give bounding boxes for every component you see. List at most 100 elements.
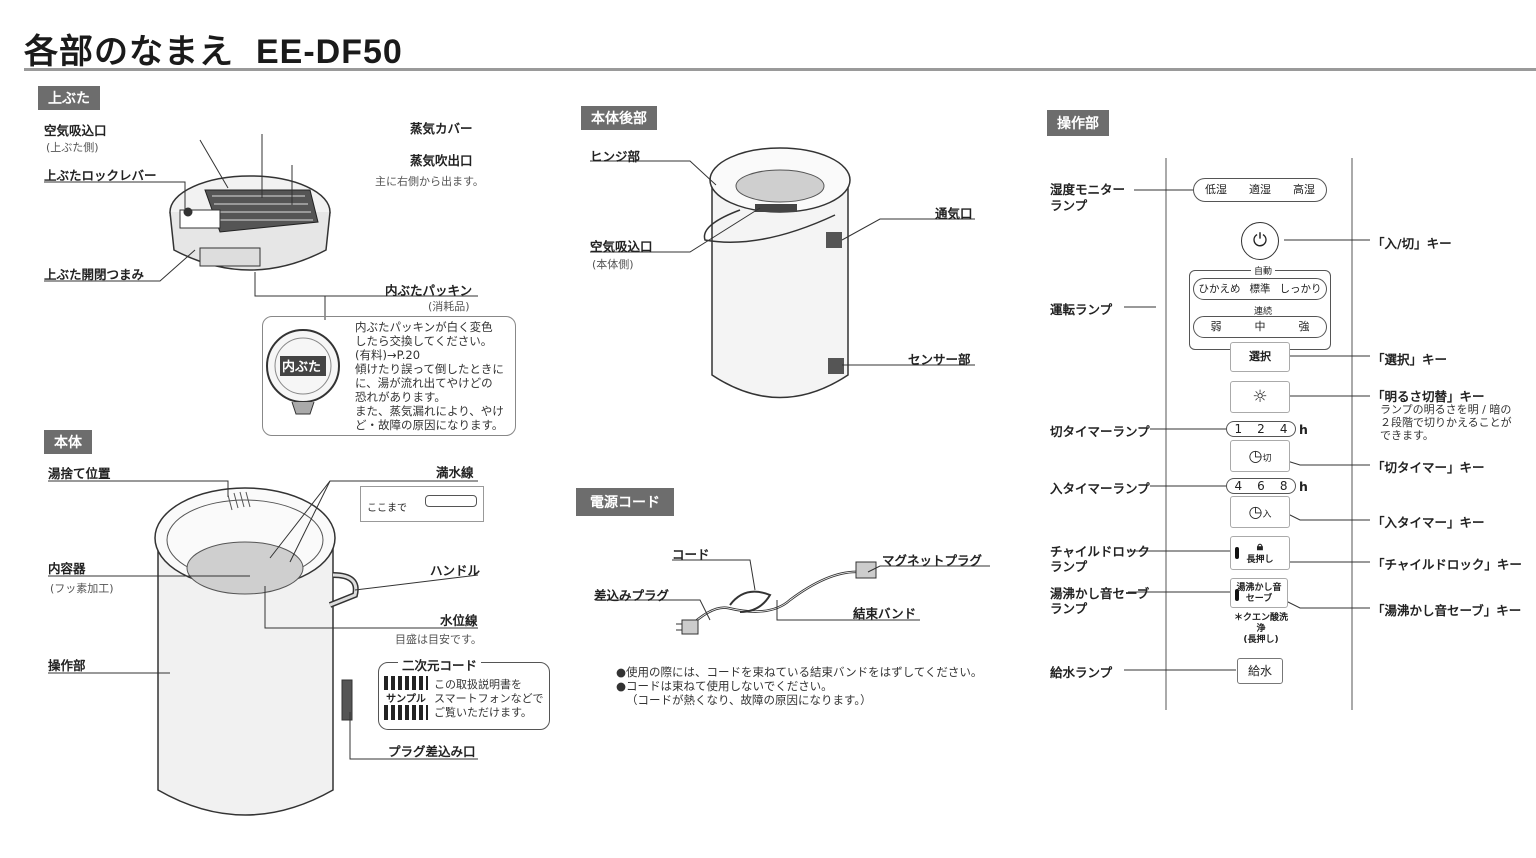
on-timer-8: 8	[1279, 479, 1288, 493]
cont-mode-weak: 弱	[1210, 320, 1222, 333]
off-timer-button[interactable]: ◷切	[1230, 440, 1290, 472]
label-air-intake-body: 空気吸込口	[590, 239, 653, 254]
label-steam-cover: 蒸気カバー	[410, 121, 473, 136]
label-open-knob: 上ぶた開閉つまみ	[44, 267, 145, 282]
brightness-note-line: できます。	[1380, 429, 1434, 442]
brightness-button[interactable]: ☼	[1230, 381, 1290, 413]
auto-mode-standard: 標準	[1249, 283, 1271, 295]
auto-mode-row: ひかえめ 標準 しっかり	[1193, 278, 1327, 300]
label-steam-outlet: 蒸気吹出口	[410, 153, 473, 168]
off-timer-sub: 切	[1262, 454, 1272, 464]
packing-note-line: 恐れがあります。	[355, 390, 446, 404]
body-illustration	[154, 487, 359, 816]
long-press-label: 長押し	[1246, 555, 1274, 565]
citric-note-line: ＊クエン酸洗浄	[1233, 613, 1288, 634]
humidity-mid: 適湿	[1249, 183, 1271, 196]
boil-btn-line: セーブ	[1245, 594, 1273, 604]
label-magnet-plug: マグネットプラグ	[882, 553, 983, 568]
section-cord: 電源コード	[576, 488, 674, 516]
section-lid: 上ぶた	[38, 86, 100, 110]
qr-text-line: この取扱説明書を	[434, 678, 522, 691]
label-select-key: 「選択」キー	[1372, 352, 1448, 367]
brightness-note-line: ランプの明るさを明 / 暗の	[1380, 403, 1512, 416]
brightness-icon: ☼	[1252, 387, 1268, 407]
on-timer-button[interactable]: ◷入	[1230, 496, 1290, 528]
citric-note: ＊クエン酸洗浄 (長押し)	[1230, 613, 1292, 646]
label-line: ランプ	[1050, 198, 1088, 213]
label-inner-container-sub: (フッ素加工)	[50, 582, 114, 595]
label-full-line: 満水線	[436, 465, 474, 480]
section-rear: 本体後部	[581, 106, 657, 130]
qr-sample-label: サンプル	[384, 690, 428, 705]
boil-btn-line: 湯沸かし音	[1236, 583, 1282, 593]
label-water-line-sub: 目盛は目安です。	[395, 633, 482, 646]
on-timer-4: 4	[1234, 479, 1243, 493]
boil-save-lamp	[1235, 589, 1239, 601]
section-body: 本体	[44, 430, 92, 454]
lid-illustration	[169, 175, 331, 271]
on-timer-6: 6	[1257, 479, 1265, 493]
label-air-intake-body-sub: (本体側)	[592, 258, 634, 271]
qr-text-line: スマートフォンなどで	[434, 692, 544, 705]
cord-illustration	[676, 561, 877, 635]
off-timer-4: 4	[1279, 422, 1288, 436]
label-qr-title: 二次元コード	[398, 655, 482, 674]
cord-notes: ●使用の際には、コードを束ねている結束バンドをはずしてください。 ●コードは束ね…	[616, 665, 982, 707]
packing-note: 内ぶたパッキンが白く変色 したら交換してください。 (有料)→P.20 傾けたり…	[355, 320, 504, 432]
label-inner-container: 内容器	[48, 561, 86, 576]
humidity-lamp-row: 低湿 適湿 高湿	[1193, 178, 1327, 202]
label-boil-lamp: 湯沸かし音セーブ ランプ	[1050, 586, 1149, 616]
label-lock-lever: 上ぶたロックレバー	[44, 168, 157, 183]
label-plug: 差込みプラグ	[594, 588, 670, 603]
off-timer-2: 2	[1257, 422, 1265, 436]
label-line: ランプ	[1050, 559, 1088, 574]
child-lock-button[interactable]: 🔒︎ 長押し	[1230, 536, 1290, 570]
auto-mode-strong: しっかり	[1279, 283, 1322, 295]
label-off-timer-lamp: 切タイマーランプ	[1050, 424, 1150, 439]
qr-text-line: ご覧いただけます。	[434, 706, 532, 719]
select-button[interactable]: 選択	[1230, 342, 1290, 372]
power-key[interactable]: ⏻	[1241, 222, 1279, 260]
full-line-tag-box: ここまで	[360, 486, 484, 522]
boil-save-button[interactable]: 湯沸かし音 セーブ	[1230, 578, 1288, 608]
cord-note-line: ●コードは束ねて使用しないでください。	[616, 679, 833, 693]
label-plug-port: プラグ差込み口	[388, 744, 476, 759]
label-packing: 内ぶたパッキン	[385, 283, 473, 298]
label-sensor: センサー部	[908, 352, 971, 367]
title-text: 各部のなまえ	[24, 32, 234, 72]
label-water-line: 水位線	[440, 613, 478, 628]
label-control: 操作部	[48, 658, 86, 673]
off-timer-hour-unit: h	[1299, 422, 1308, 437]
inner-lid-label: 内ぶた	[282, 360, 322, 375]
page-title: 各部のなまえ EE-DF50	[24, 24, 403, 73]
label-run-lamp: 運転ランプ	[1050, 302, 1113, 317]
full-line-tag: ここまで	[367, 503, 407, 514]
model-number: EE-DF50	[256, 33, 403, 71]
cont-label: 連続	[1251, 304, 1276, 317]
clock-icon: ◷	[1248, 502, 1263, 521]
cont-mode-mid: 中	[1254, 320, 1266, 333]
cont-mode-row: 弱 中 強	[1193, 316, 1327, 338]
label-air-intake-lid: 空気吸込口	[44, 123, 107, 138]
packing-note-line: に、湯が流れ出てやけどの	[355, 376, 493, 390]
label-handle: ハンドル	[430, 563, 481, 578]
label-humidity-monitor: 湿度モニター ランプ	[1050, 182, 1125, 214]
label-vent: 通気口	[935, 206, 973, 221]
label-on-timer-key: 「入タイマー」キー	[1372, 515, 1485, 530]
packing-note-line: また、蒸気漏れにより、やけ	[355, 404, 504, 418]
label-power-key: 「入/切」キー	[1372, 236, 1452, 251]
qr-code-icon: サンプル	[384, 676, 428, 720]
clock-icon: ◷	[1248, 446, 1263, 465]
packing-note-line: ど・故障の原因になります。	[355, 418, 504, 432]
brightness-note: ランプの明るさを明 / 暗の ２段階で切りかえることが できます。	[1380, 403, 1512, 442]
off-timer-lamp-row: 1 2 4	[1226, 421, 1296, 437]
label-off-timer-key: 「切タイマー」キー	[1372, 460, 1485, 475]
cont-mode-strong: 強	[1298, 320, 1310, 333]
auto-label: 自動	[1251, 264, 1276, 277]
label-cord: コード	[672, 547, 710, 562]
lock-icon: 🔒︎	[1256, 539, 1264, 553]
packing-note-line: 内ぶたパッキンが白く変色	[355, 320, 493, 334]
packing-note-line: したら交換してください。	[355, 334, 493, 348]
label-band: 結束バンド	[853, 606, 917, 621]
label-water-lamp: 給水ランプ	[1050, 665, 1113, 680]
